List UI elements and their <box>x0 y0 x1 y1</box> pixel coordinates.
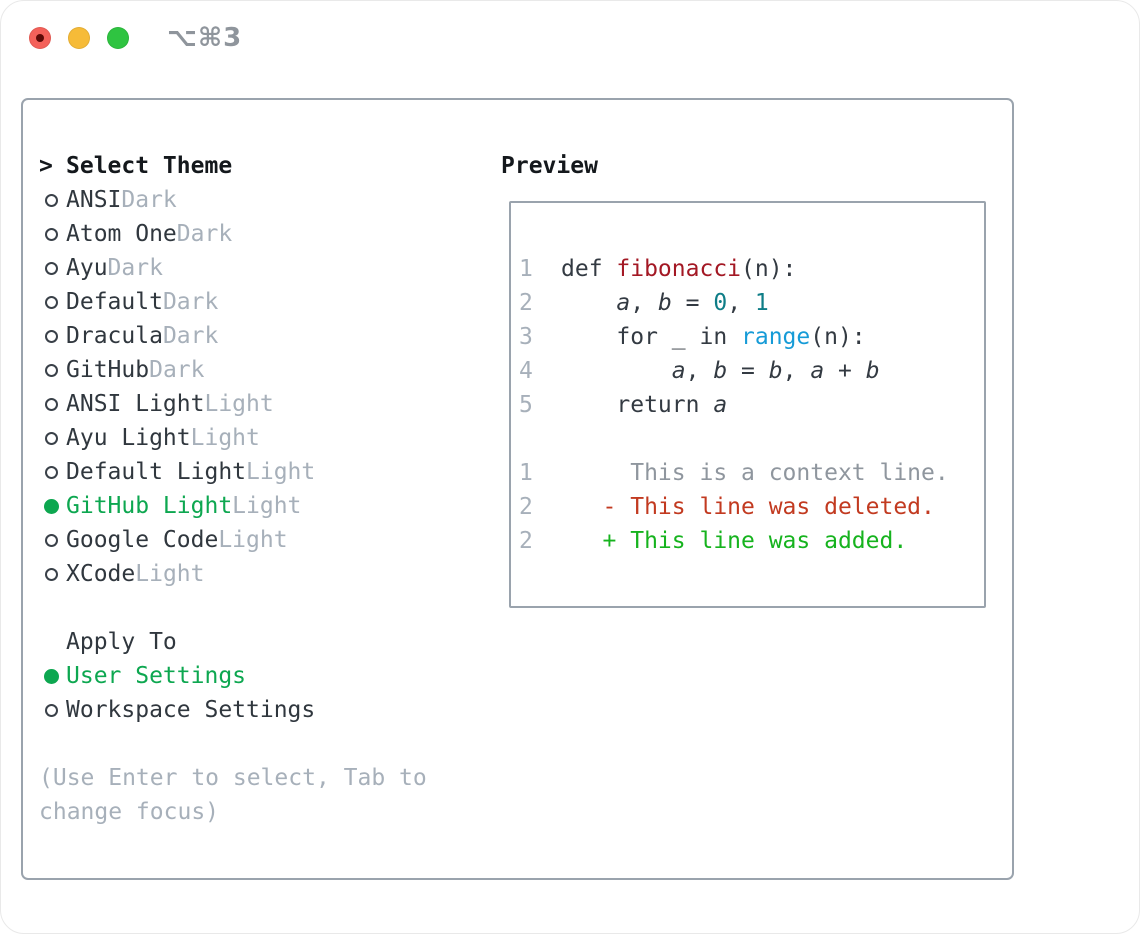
line-number: 2 <box>519 528 533 554</box>
theme-option-ansi[interactable]: ANSI Dark <box>39 183 493 217</box>
apply-option-user-settings[interactable]: User Settings <box>39 659 493 693</box>
theme-option-ayu-light[interactable]: Ayu Light Light <box>39 421 493 455</box>
radio-selected-icon <box>44 498 59 514</box>
preview-title: Preview <box>501 153 598 179</box>
zoom-button[interactable] <box>107 27 129 49</box>
radio-icon <box>45 431 58 445</box>
theme-option-github-light[interactable]: GitHub Light Light <box>39 489 493 523</box>
option-variant-label: Dark <box>149 357 205 383</box>
radio-icon <box>45 533 58 547</box>
option-label: ANSI Light <box>66 391 205 417</box>
line-number: 4 <box>519 358 533 384</box>
radio-icon <box>45 193 58 207</box>
keyboard-hint-line-2: change focus) <box>39 799 220 825</box>
radio-icon <box>45 329 58 343</box>
preview-line: 4 a, b = b, a + b <box>519 358 880 384</box>
option-variant-label: Light <box>190 425 260 451</box>
option-label: Default Light <box>66 459 247 485</box>
option-variant-label: Light <box>218 527 288 553</box>
close-button[interactable] <box>29 27 51 49</box>
option-label: GitHub Light <box>66 493 233 519</box>
radio-selected-icon <box>44 668 59 684</box>
theme-option-xcode[interactable]: XCode Light <box>39 557 493 591</box>
keyboard-hint-line-1: (Use Enter to select, Tab to <box>39 765 427 791</box>
option-variant-label: Dark <box>107 255 163 281</box>
spacer <box>39 591 493 625</box>
theme-option-google-code[interactable]: Google Code Light <box>39 523 493 557</box>
radio-icon <box>45 363 58 377</box>
line-number: 2 <box>519 494 533 520</box>
radio-icon <box>45 703 58 717</box>
select-theme-header: > Select Theme <box>39 149 493 183</box>
line-number: 2 <box>519 290 533 316</box>
option-label: Ayu <box>66 255 108 281</box>
radio-icon <box>45 261 58 275</box>
theme-option-default-light[interactable]: Default Light Light <box>39 455 493 489</box>
traffic-lights <box>29 27 129 49</box>
radio-icon <box>45 397 58 411</box>
theme-option-default[interactable]: Default Dark <box>39 285 493 319</box>
apply-to-header: Apply To <box>39 625 493 659</box>
apply-option-workspace-settings[interactable]: Workspace Settings <box>39 693 493 727</box>
select-theme-label: Select Theme <box>66 153 233 179</box>
option-variant-label: Light <box>246 459 316 485</box>
preview-line: 1 This is a context line. <box>519 460 949 486</box>
preview-line <box>519 422 984 456</box>
radio-icon <box>45 567 58 581</box>
radio-icon <box>45 295 58 309</box>
option-label: XCode <box>66 561 136 587</box>
preview-line: 3 for _ in range(n): <box>519 324 866 350</box>
preview-line: 2 + This line was added. <box>519 528 908 554</box>
option-variant-label: Dark <box>162 323 219 349</box>
option-label: GitHub <box>66 357 150 383</box>
theme-option-github[interactable]: GitHub Dark <box>39 353 493 387</box>
preview-line: 2 - This line was deleted. <box>519 494 935 520</box>
radio-icon <box>45 227 58 241</box>
option-variant-label: Dark <box>162 289 219 315</box>
option-label: User Settings <box>66 663 247 689</box>
titlebar: ⌥⌘3 <box>1 1 1139 75</box>
option-variant-label: Dark <box>176 221 233 247</box>
option-variant-label: Light <box>204 391 274 417</box>
window-shortcut-title: ⌥⌘3 <box>167 23 243 53</box>
minimize-button[interactable] <box>68 27 90 49</box>
option-variant-label: Light <box>135 561 205 587</box>
option-label: Dracula <box>66 323 163 349</box>
option-label: Atom One <box>66 221 177 247</box>
preview-line: 2 a, b = 0, 1 <box>519 290 769 316</box>
option-label: Workspace Settings <box>66 697 316 723</box>
apply-to-label: Apply To <box>66 629 177 655</box>
line-number: 3 <box>519 324 533 350</box>
theme-option-dracula[interactable]: Dracula Dark <box>39 319 493 353</box>
option-variant-label: Dark <box>121 187 177 213</box>
option-label: Ayu Light <box>66 425 191 451</box>
radio-icon <box>45 465 58 479</box>
line-number: 5 <box>519 392 533 418</box>
line-number: 1 <box>519 256 533 282</box>
preview-line: 5 return a <box>519 392 728 418</box>
option-variant-label: Light <box>232 493 302 519</box>
theme-option-ayu[interactable]: Ayu Dark <box>39 251 493 285</box>
line-number: 1 <box>519 460 533 486</box>
theme-option-atom-one[interactable]: Atom One Dark <box>39 217 493 251</box>
spacer <box>39 727 493 761</box>
option-label: Default <box>66 289 163 315</box>
theme-option-ansi-light[interactable]: ANSI Light Light <box>39 387 493 421</box>
option-label: ANSI <box>66 187 122 213</box>
option-label: Google Code <box>66 527 219 553</box>
focus-prompt-marker: > <box>39 153 53 179</box>
